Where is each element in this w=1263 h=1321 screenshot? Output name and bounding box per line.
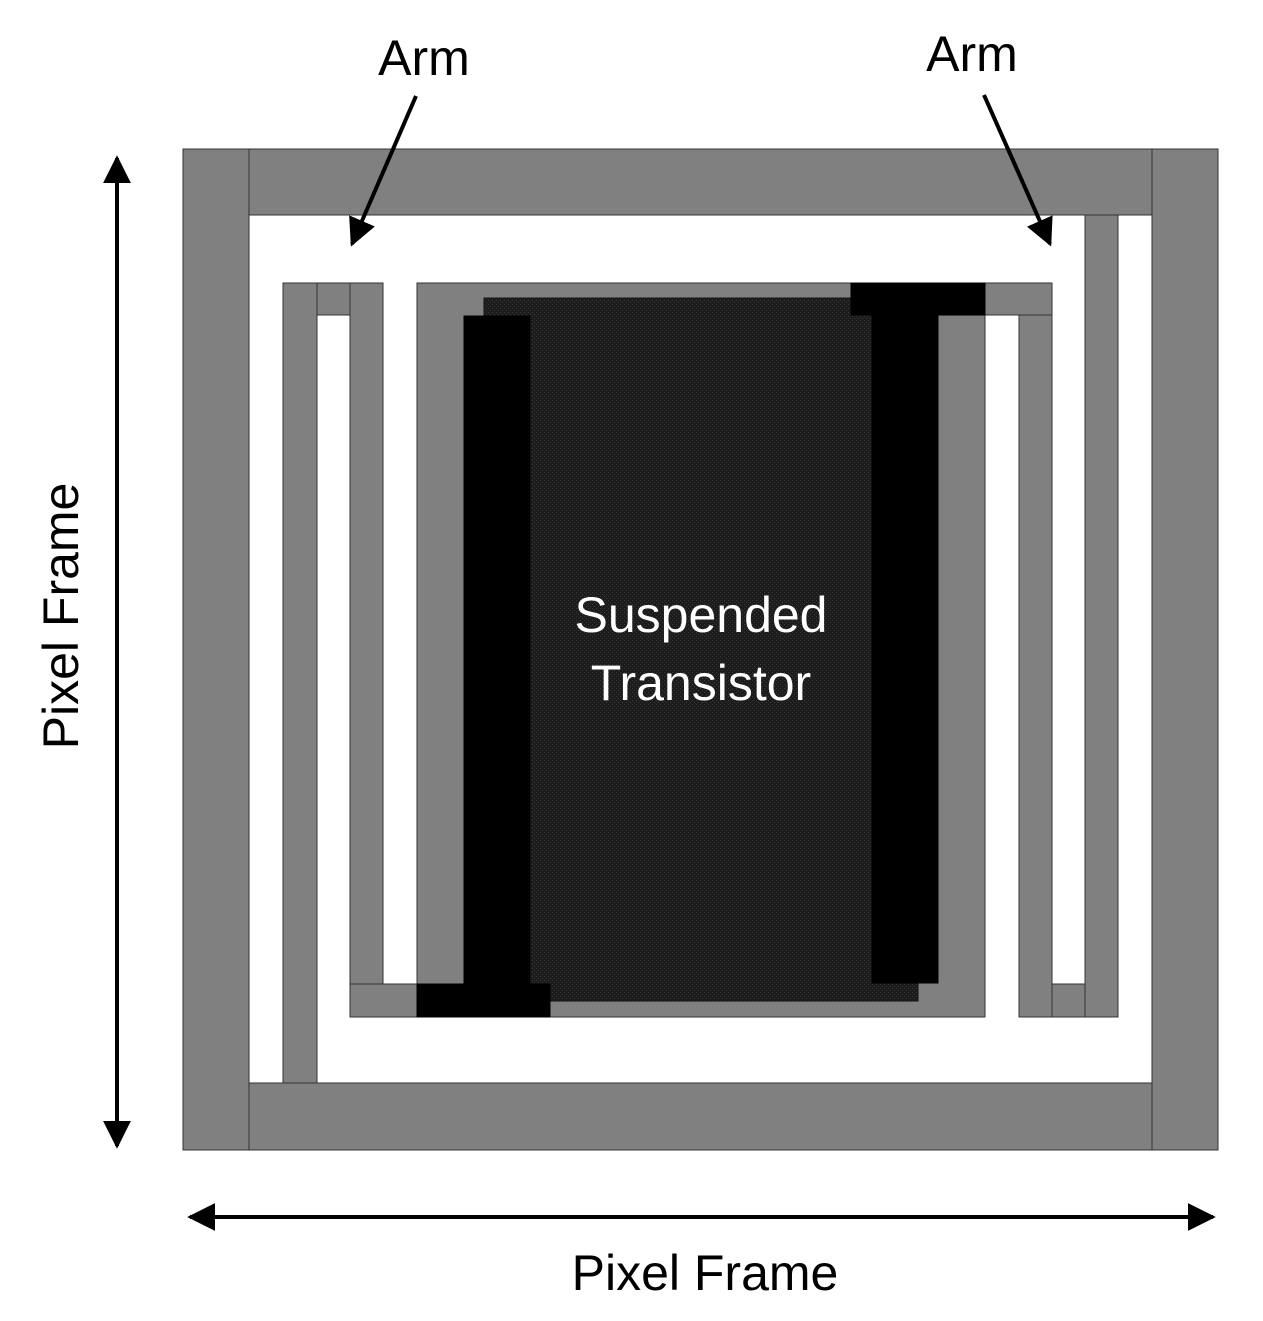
- left-arm: [282, 282, 418, 1084]
- right-electrode: [850, 282, 986, 984]
- right-electrode-strip: [871, 314, 939, 984]
- horizontal-frame-label: Pixel Frame: [572, 1245, 839, 1301]
- vertical-frame-label: Pixel Frame: [33, 483, 89, 750]
- frame-left-bar: [182, 148, 250, 1151]
- right-arm: [984, 214, 1119, 1018]
- arm-label-left: Arm: [378, 30, 470, 86]
- right-arm-top-link: [984, 282, 1053, 316]
- transistor-label-line1: Suspended: [574, 587, 827, 643]
- pixel-frame: [182, 148, 1219, 1151]
- left-electrode: [416, 315, 551, 1018]
- left-arm-outer-leg: [282, 282, 318, 1084]
- right-arm-bottom-link: [1051, 983, 1086, 1018]
- frame-bottom-bar: [248, 1082, 1153, 1151]
- right-electrode-pad: [850, 282, 986, 316]
- right-arm-outer-leg: [1084, 214, 1119, 1018]
- frame-top-bar: [248, 148, 1153, 216]
- left-electrode-pad: [416, 983, 551, 1018]
- right-arm-inner-leg: [1018, 314, 1053, 1018]
- left-arm-bottom-link: [349, 983, 418, 1018]
- arm-label-right: Arm: [926, 26, 1018, 82]
- left-arm-top-link: [316, 282, 351, 316]
- left-electrode-strip: [463, 315, 531, 985]
- transistor-label-line2: Transistor: [591, 655, 811, 711]
- transistor-body: [483, 297, 919, 1002]
- frame-right-bar: [1151, 148, 1219, 1151]
- arm-arrow-left: [349, 95, 418, 247]
- arm-arrow-right: [982, 94, 1053, 247]
- left-arm-inner-leg: [349, 282, 384, 985]
